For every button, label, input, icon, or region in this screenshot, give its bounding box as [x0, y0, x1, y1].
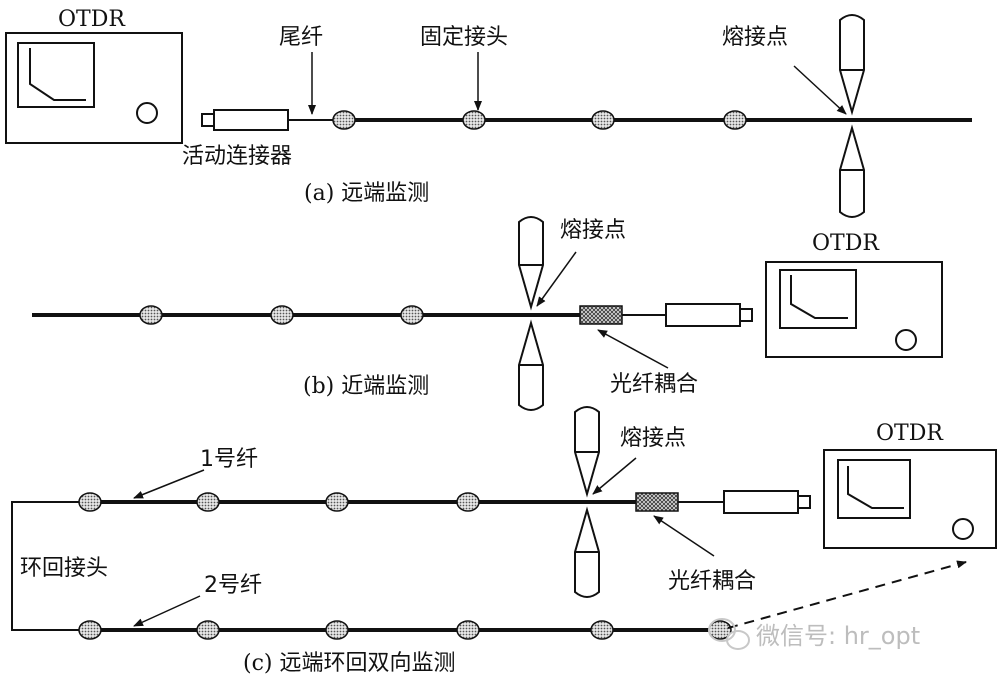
- fiber-1-label: 1号纤: [200, 447, 258, 472]
- fixed-joint-label: 固定接头: [420, 25, 508, 50]
- joint-marker: [325, 620, 349, 640]
- otdr-label-c: OTDR: [876, 421, 944, 446]
- joint-marker: [78, 492, 102, 512]
- panel-b: OTDR 熔接点 光纤耦合 (b) 近端监测: [32, 216, 943, 411]
- otdr-label-a: OTDR: [58, 7, 126, 32]
- joint-marker: [456, 492, 480, 512]
- connector-a: [201, 109, 289, 131]
- joint-marker: [139, 305, 163, 325]
- loop-joint-label: 环回接头: [20, 556, 108, 581]
- panel-a: OTDR 尾纤 固定接头 熔接点 活动连接器 (a) 远端监测: [5, 7, 972, 218]
- coupler-arrow-b: [597, 329, 669, 369]
- otdr-label-b: OTDR: [812, 231, 880, 256]
- panel-c: OTDR 熔接点 光纤耦合 1号纤 2号纤 环回接头 (c) 远端环回双向监测: [11, 406, 997, 676]
- splice-electrodes-c: [574, 406, 600, 598]
- fiber-1-arrow: [133, 469, 205, 499]
- otdr-device-b: [765, 261, 943, 358]
- splice-arrow-a: [793, 65, 847, 115]
- watermark-text: 微信号: hr_opt: [756, 622, 920, 650]
- caption-b: (b) 近端监测: [303, 374, 429, 399]
- joint-marker: [332, 110, 356, 130]
- coupler-label-b: 光纤耦合: [610, 372, 698, 397]
- splice-electrodes-b: [518, 216, 544, 411]
- joint-marker: [462, 110, 486, 130]
- fiber-2-label: 2号纤: [204, 573, 262, 598]
- loop-wire: [11, 501, 90, 631]
- coupler-c: [635, 492, 679, 512]
- caption-a: (a) 远端监测: [304, 181, 429, 206]
- splice-electrodes-a: [839, 14, 865, 218]
- joint-marker: [400, 305, 424, 325]
- splice-arrow-c: [592, 457, 637, 495]
- coupler-b: [579, 305, 623, 325]
- splice-arrow-b: [536, 251, 577, 307]
- joint-marker: [456, 620, 480, 640]
- coupler-label-c: 光纤耦合: [668, 569, 756, 594]
- connector-label: 活动连接器: [182, 144, 292, 169]
- joint-marker: [196, 492, 220, 512]
- coupler-arrow-c: [653, 515, 715, 557]
- connector-b: [665, 303, 753, 327]
- splice-label-c: 熔接点: [620, 426, 686, 451]
- otdr-device-c: [823, 449, 997, 549]
- wechat-icon: [708, 618, 750, 650]
- watermark: 微信号: hr_opt: [708, 618, 920, 650]
- joint-marker: [590, 620, 614, 640]
- pigtail-label: 尾纤: [279, 25, 323, 50]
- splice-label-a: 熔接点: [722, 25, 788, 50]
- caption-c: (c) 远端环回双向监测: [243, 651, 455, 676]
- joint-marker: [325, 492, 349, 512]
- otdr-device-a: [5, 32, 183, 144]
- connector-c: [723, 490, 811, 514]
- joint-marker: [78, 620, 102, 640]
- joint-marker: [591, 110, 615, 130]
- joint-marker: [196, 620, 220, 640]
- joint-marker: [723, 110, 747, 130]
- joint-marker: [270, 305, 294, 325]
- splice-label-b: 熔接点: [560, 218, 626, 243]
- return-path-arrow: [727, 560, 967, 629]
- fiber-2-arrow: [133, 595, 201, 627]
